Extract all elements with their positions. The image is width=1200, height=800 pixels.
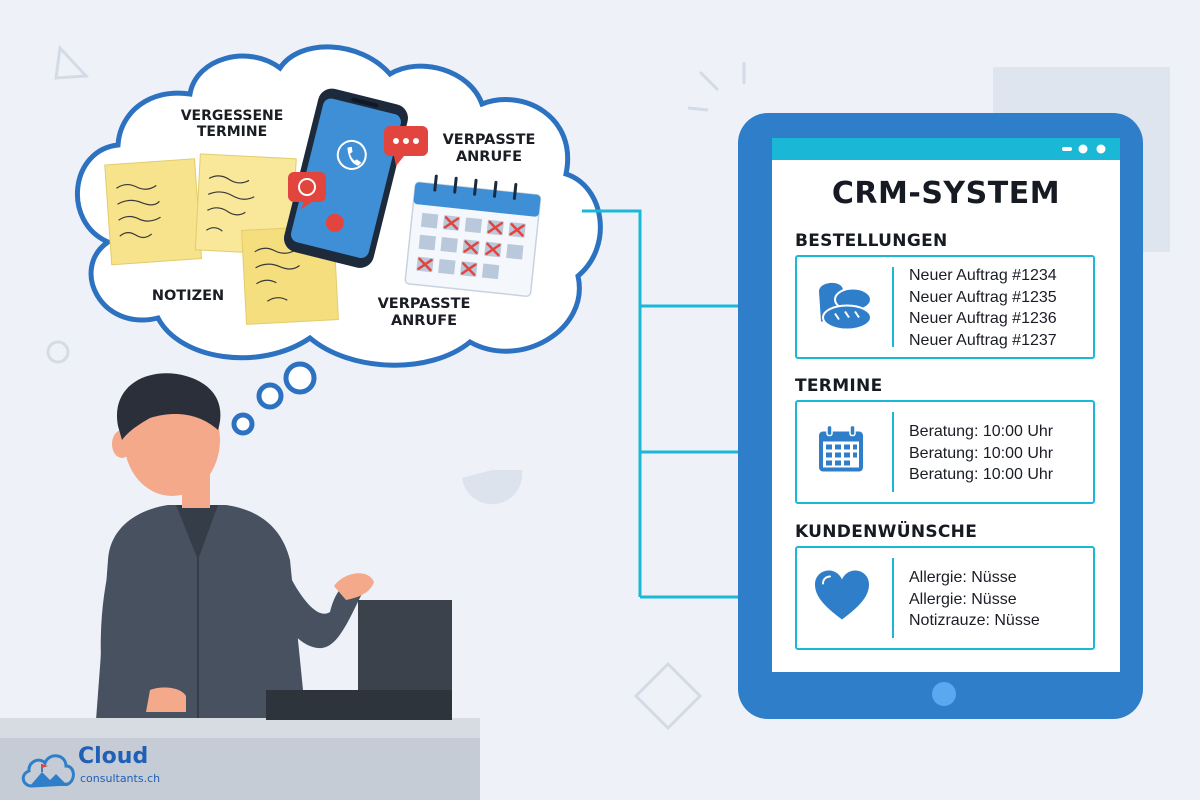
orders-card: Neuer Auftrag #1234 Neuer Auftrag #1235 …	[795, 255, 1095, 359]
smartphone-icon	[283, 88, 408, 268]
label-notes: NOTIZEN	[151, 288, 225, 304]
list-item: Beratung: 10:00 Uhr	[909, 466, 1054, 483]
section-heading-customer-wishes: KUNDENWÜNSCHE	[795, 522, 978, 542]
section-heading-appointments: TERMINE	[795, 376, 883, 396]
list-item: Allergie: Nüsse	[909, 569, 1017, 586]
list-item: Beratung: 10:00 Uhr	[909, 444, 1054, 462]
brand-domain: consultants.ch	[80, 772, 161, 785]
message-bubble-icon	[384, 126, 428, 166]
list-item: Allergie: Nüsse	[909, 590, 1017, 608]
person-figure	[96, 373, 374, 720]
label-missed-calls-bottom: VERPASSTE ANRUFE	[377, 296, 471, 329]
bread-icon	[813, 274, 875, 341]
background-decorations	[46, 44, 746, 731]
orders-list: Neuer Auftrag #1234 Neuer Auftrag #1235 …	[909, 265, 1057, 351]
list-item: Neuer Auftrag #1237	[909, 331, 1057, 349]
list-item: Notizrauze: Nüsse	[909, 612, 1040, 629]
list-item: Neuer Auftrag #1235	[909, 288, 1057, 306]
list-item: Neuer Auftrag #1236	[909, 310, 1057, 327]
section-heading-orders: BESTELLUNGEN	[795, 231, 948, 251]
appointments-list: Beratung: 10:00 Uhr Beratung: 10:00 Uhr …	[909, 421, 1053, 486]
missed-call-bubble-icon	[288, 172, 326, 210]
label-missed-calls-top: VERPASSTE ANRUFE	[442, 132, 536, 165]
list-item: Neuer Auftrag #1234	[909, 267, 1057, 284]
crossed-calendar-icon	[404, 174, 542, 297]
customer-wishes-list: Allergie: Nüsse Allergie: Nüsse Notizrau…	[909, 567, 1040, 632]
label-forgotten-appointments: VERGESSENE TERMINE	[180, 108, 284, 141]
list-item: Beratung: 10:00 Uhr	[909, 423, 1054, 440]
customer-wishes-card: Allergie: Nüsse Allergie: Nüsse Notizrau…	[795, 546, 1095, 650]
brand-name: Cloud	[78, 744, 149, 769]
card-divider	[892, 558, 894, 638]
cash-register-icon	[266, 600, 452, 720]
appointments-card: Beratung: 10:00 Uhr Beratung: 10:00 Uhr …	[795, 400, 1095, 504]
heart-icon	[813, 570, 871, 627]
cloud-logo-icon	[20, 746, 76, 795]
background-pie	[462, 470, 523, 505]
calendar-icon	[813, 422, 869, 483]
card-divider	[892, 267, 894, 347]
card-divider	[892, 412, 894, 492]
crm-title: CRM-SYSTEM	[831, 176, 1061, 211]
counter-desk	[0, 718, 480, 800]
